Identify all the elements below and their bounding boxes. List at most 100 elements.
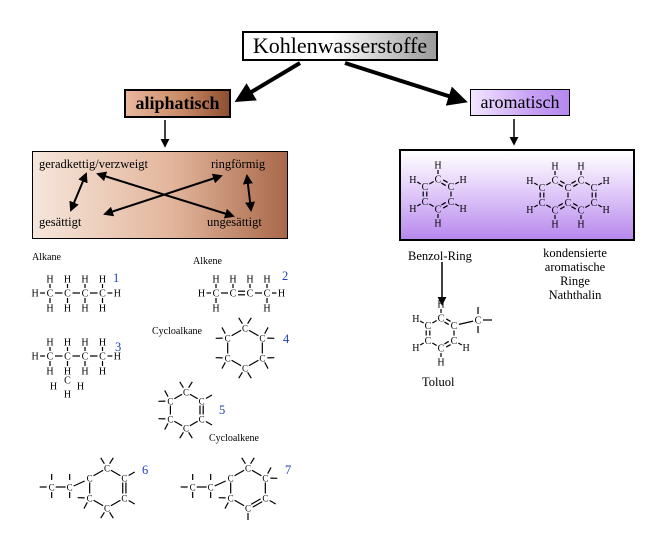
hydrogen-atom: H [46,275,53,286]
hydrogen-atom: H [246,275,253,286]
hydrogen-atom: H [212,275,219,286]
hydrogen-atom: H [459,175,466,186]
carbon-atom: C [435,175,442,186]
hydrogen-atom: H [64,338,71,349]
hydrogen-atom: H [32,289,39,300]
carbon-atom: C [565,183,572,194]
hydrogen-atom: H [602,205,609,216]
ring-carbon-atom: C [259,334,265,344]
toluene-label: Toluol [422,375,455,389]
stub-bond [188,431,193,439]
ring-carbon-atom: C [167,415,173,425]
aromatic-box: aromatisch [470,89,570,116]
aromatic-bond [571,206,577,210]
hydrogen-atom: H [602,176,609,187]
ring-carbon-atom: C [104,464,110,474]
hydrogen-atom: H [81,304,88,315]
carbon-atom: C [591,183,598,194]
condensed-line-1: kondensierte [543,246,607,260]
hydrogen-atom: H [526,205,533,216]
aromatic-bond [572,202,578,207]
aromatic-bond [546,204,551,209]
carbon-atom: C [425,321,432,332]
hydrogen-atom: H [81,367,88,378]
ring-carbon-atom: C [225,334,231,344]
hydrogen-bond-line [416,181,421,185]
ring-carbon-atom: C [228,494,234,504]
carbon-atom: C [64,289,71,300]
aromatic-bond [445,318,451,322]
structure-number-5: 5 [219,403,226,417]
hydrogen-atom: H [46,304,53,315]
title-text: Kohlenwasserstoffe [252,33,428,58]
hydrogen-atom: H [551,220,558,231]
carbon-atom: C [264,289,271,300]
hydrogen-atom: H [577,220,584,231]
hydrogen-atom: H [551,162,558,173]
ring-bond [234,499,245,507]
hydrogen-atom: H [64,304,71,315]
carbon-atom: C [448,182,455,193]
hydrogen-atom: H [32,352,39,363]
aromatic-bond [585,181,590,186]
hydrogen-atom: H [212,304,219,315]
hydrogen-atom: H [64,390,71,401]
arrow-to-aromatic [344,61,468,106]
stub-bond [164,423,169,430]
structure-number-4: 4 [283,332,290,346]
condensed-line-4: Naththalin [548,288,602,302]
carbon-atom: C [438,314,445,325]
carbon-atom: C [230,289,237,300]
ring-carbon-atom: C [262,494,268,504]
aromatic-bond [572,183,578,188]
carbon-atom: C [448,197,455,208]
hydrogen-atom: H [50,382,57,393]
hydrogen-atom: H [459,204,466,215]
ring-bond [231,359,242,367]
carbon-atom: C [247,289,254,300]
stub-bond [238,317,243,325]
carbon-atom: C [552,206,559,217]
aromatic-bond [444,321,450,326]
aromatic-bond [571,180,577,184]
ring-carbon-atom: C [245,504,251,514]
hydrogen-atom: H [409,204,416,215]
stub-bond [247,317,252,325]
ring-bond [93,499,104,507]
stub-bond [109,511,114,519]
ring-bond [174,393,183,400]
ring-carbon-atom: C [259,354,265,364]
ring-bond [231,329,242,337]
carbon-atom: C [425,336,432,347]
hydrogen-atom: H [46,367,53,378]
carbon-atom: C [208,483,214,493]
hydrogen-bond-line [533,182,538,186]
hydrogen-atom: H [412,314,419,325]
ring-carbon-atom: C [121,494,127,504]
stub-bond [128,471,136,477]
stub-bond [224,502,229,509]
carbon-atom: C [64,376,71,387]
arrow-ring-unsaturated [242,174,256,212]
carbon-atom: C [565,198,572,209]
carbon-atom: C [82,289,89,300]
ring-bond [234,469,245,477]
ring-carbon-atom: C [242,364,248,374]
ring-carbon-atom: C [87,494,93,504]
carbon-atom: C [82,352,89,363]
ring-bond [189,420,198,427]
ring-carbon-atom: C [245,464,251,474]
stub-bond [109,457,114,465]
stub-bond [179,431,184,439]
stub-bond [241,457,246,465]
ring-bond [174,420,183,427]
ring-double-bond [252,501,263,508]
stub-bond [264,362,269,369]
carbon-atom: C [451,336,458,347]
hydrogen-atom: H [437,358,444,369]
hydrogen-bond-line [416,203,421,207]
aromatic-bond [429,203,434,208]
stub-bond [221,327,226,334]
